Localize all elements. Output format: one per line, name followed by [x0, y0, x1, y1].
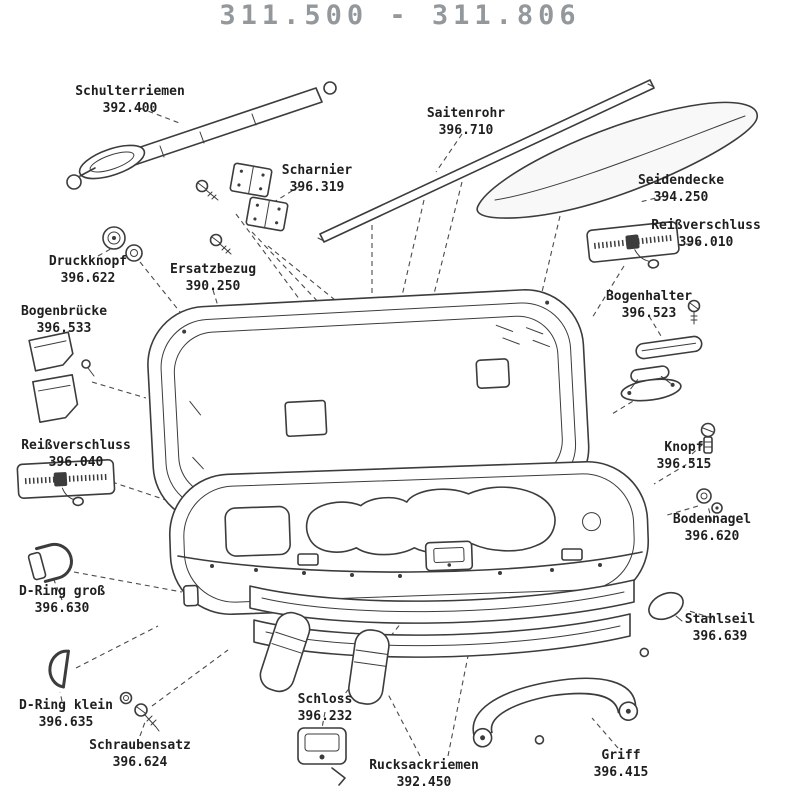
part-name: Griff	[601, 748, 641, 763]
part-name: Stahlseil	[684, 612, 756, 627]
part-number: 396.515	[656, 456, 712, 472]
zipper-left-icon	[16, 458, 116, 507]
part-label-ersatzbezug: Ersatzbezug 390.250	[170, 262, 256, 296]
hinge-icon	[195, 162, 289, 255]
part-number: 390.250	[185, 278, 241, 294]
string-tube-icon	[317, 79, 655, 243]
part-number: 394.250	[653, 189, 709, 205]
part-label-rucksackriemen: Rucksackriemen 392.450	[369, 758, 479, 792]
hinge-screw-2	[209, 233, 232, 255]
part-number: 396.635	[38, 714, 94, 730]
part-name: Reißverschluss	[651, 218, 761, 233]
bow-holder-icon	[620, 299, 703, 402]
part-name: D-Ring klein	[19, 698, 113, 713]
bow-bridge-icon	[28, 331, 95, 423]
part-name: Druckknopf	[48, 254, 128, 269]
d-ring-large-icon	[27, 542, 73, 583]
part-name: Schulterriemen	[75, 84, 185, 99]
snap-button-icon	[102, 226, 143, 262]
side-latch-right	[561, 548, 583, 561]
knob-icon	[700, 422, 716, 454]
part-number: 392.450	[396, 774, 452, 790]
part-number: 396.040	[48, 454, 104, 470]
handle-icon	[472, 647, 650, 748]
part-number: 396.710	[438, 122, 494, 138]
part-name: Schraubensatz	[89, 738, 191, 753]
hinge-screw	[195, 179, 219, 201]
part-label-scharnier: Scharnier 396.319	[282, 163, 352, 197]
part-number: 392.400	[102, 100, 158, 116]
part-number: 396.010	[678, 234, 734, 250]
part-number: 396.319	[289, 179, 345, 195]
part-label-schraubensatz: Schraubensatz 396.624	[89, 738, 191, 772]
part-number: 396.639	[692, 628, 748, 644]
part-label-d-ring-klein: D-Ring klein 396.635	[19, 698, 113, 732]
part-label-reissverschluss-links: Reißverschluss 396.040	[21, 438, 131, 472]
part-name: Bodennagel	[672, 512, 752, 527]
part-name: Bogenbrücke	[20, 304, 108, 319]
part-number: 396.415	[593, 764, 649, 780]
violin-recess	[305, 486, 556, 556]
part-number: 396.620	[684, 528, 740, 544]
part-number: 396.624	[112, 754, 168, 770]
part-name: Rucksackriemen	[369, 758, 479, 773]
silk-cover-icon	[476, 101, 758, 219]
case-lid	[147, 288, 590, 524]
lid-pocket	[284, 399, 328, 438]
part-name: Bogenhalter	[605, 289, 693, 304]
part-label-d-ring-gross: D-Ring groß 396.630	[19, 584, 105, 618]
lock-icon	[297, 727, 347, 786]
part-number: 396.630	[34, 600, 90, 616]
case-body	[168, 460, 650, 616]
part-label-bodennagel: Bodennagel 396.620	[673, 512, 751, 546]
part-name: Ersatzbezug	[169, 262, 257, 277]
part-label-schloss: Schloss 396.232	[298, 692, 353, 726]
part-name: Knopf	[664, 440, 704, 455]
part-label-bogenbruecke: Bogenbrücke 396.533	[21, 304, 107, 338]
part-label-schulterriemen: Schulterriemen 392.400	[75, 84, 185, 118]
part-name: Schloss	[297, 692, 353, 707]
part-label-druckknopf: Druckknopf 396.622	[49, 254, 127, 288]
part-name: D-Ring groß	[18, 584, 106, 599]
side-latch-left	[297, 553, 319, 566]
part-number: 396.622	[60, 270, 116, 286]
screw-set-icon	[119, 691, 160, 732]
part-label-knopf: Knopf 396.515	[657, 440, 712, 474]
part-label-bogenhalter: Bogenhalter 396.523	[606, 289, 692, 323]
steel-cable-icon	[648, 591, 684, 622]
wrap-strap-bands	[249, 579, 635, 658]
part-number: 396.533	[36, 320, 92, 336]
part-name: Reißverschluss	[21, 438, 131, 453]
case-front-edge	[177, 540, 643, 578]
part-number: 396.232	[297, 708, 353, 724]
part-name: Scharnier	[281, 163, 353, 178]
accessory-compartment	[224, 505, 291, 557]
d-ring-small-icon	[48, 649, 70, 689]
lid-block	[475, 358, 511, 389]
shoulder-strap-icon	[66, 81, 337, 190]
rucksack-straps-icon	[259, 611, 390, 705]
bottom-stud-icon	[696, 488, 723, 514]
part-label-griff: Griff 396.415	[594, 748, 649, 782]
end-bracket	[182, 584, 199, 607]
part-label-seidendecke: Seidendecke 394.250	[638, 173, 724, 207]
part-name: Seidendecke	[637, 173, 725, 188]
part-label-reissverschluss-rechts: Reißverschluss 396.010	[651, 218, 761, 252]
zipper-right-icon	[586, 220, 680, 269]
case-lock	[424, 540, 474, 572]
leader-lines	[53, 107, 713, 757]
part-label-stahlseil: Stahlseil 396.639	[685, 612, 755, 646]
page-title: 311.500 - 311.806	[219, 0, 581, 31]
part-number: 396.523	[621, 305, 677, 321]
part-name: Saitenrohr	[426, 106, 506, 121]
part-label-saitenrohr: Saitenrohr 396.710	[427, 106, 505, 140]
